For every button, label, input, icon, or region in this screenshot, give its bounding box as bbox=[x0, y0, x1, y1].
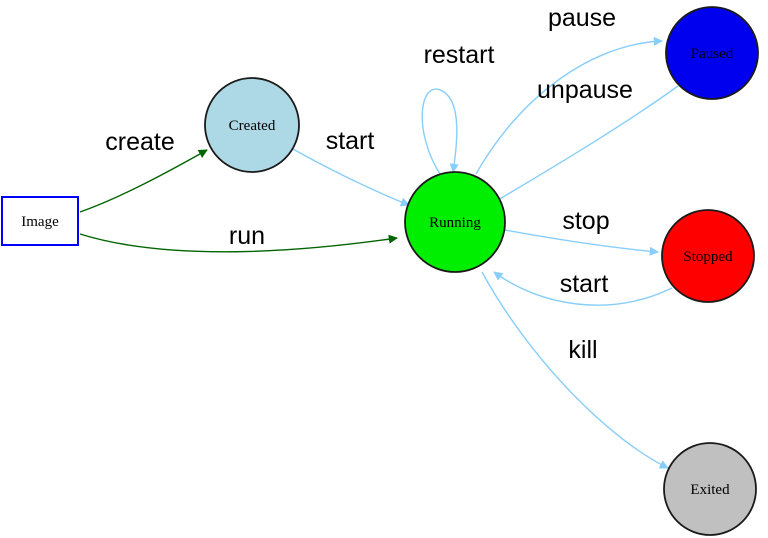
edge-label-start2: start bbox=[560, 270, 609, 298]
edge-stop[interactable] bbox=[504, 229, 659, 256]
edge-label-stop: stop bbox=[562, 207, 609, 235]
node-created[interactable]: Created bbox=[204, 77, 300, 173]
edge-label-pause: pause bbox=[548, 4, 616, 32]
edge-start1[interactable] bbox=[292, 148, 410, 207]
node-shape-running bbox=[404, 171, 506, 273]
node-paused[interactable]: Paused bbox=[665, 6, 759, 100]
edge-label-create: create bbox=[105, 128, 174, 156]
node-shape-exited bbox=[663, 442, 757, 536]
node-shape-paused bbox=[665, 6, 759, 100]
edges-layer bbox=[79, 36, 679, 469]
edge-label-run: run bbox=[229, 222, 265, 250]
node-shape-stopped bbox=[661, 209, 755, 303]
edge-label-restart: restart bbox=[424, 41, 495, 69]
node-image[interactable]: Image bbox=[1, 196, 79, 246]
node-shape-created bbox=[204, 77, 300, 173]
edge-kill[interactable] bbox=[481, 271, 669, 469]
edge-create[interactable] bbox=[79, 149, 208, 213]
edge-pause[interactable] bbox=[475, 36, 663, 175]
node-shape-image bbox=[1, 196, 79, 246]
edge-run[interactable] bbox=[79, 233, 398, 253]
edge-unpause[interactable] bbox=[492, 85, 679, 204]
edge-label-start1: start bbox=[326, 127, 375, 155]
node-exited[interactable]: Exited bbox=[663, 442, 757, 536]
edge-restart[interactable] bbox=[421, 88, 459, 175]
node-running[interactable]: Running bbox=[404, 171, 506, 273]
edge-start2[interactable] bbox=[493, 271, 673, 306]
node-stopped[interactable]: Stopped bbox=[661, 209, 755, 303]
edge-labels-layer: create run start restart pause unpause stop sta… bbox=[105, 4, 633, 364]
edge-label-unpause: unpause bbox=[537, 76, 633, 104]
edge-label-kill: kill bbox=[568, 336, 597, 364]
